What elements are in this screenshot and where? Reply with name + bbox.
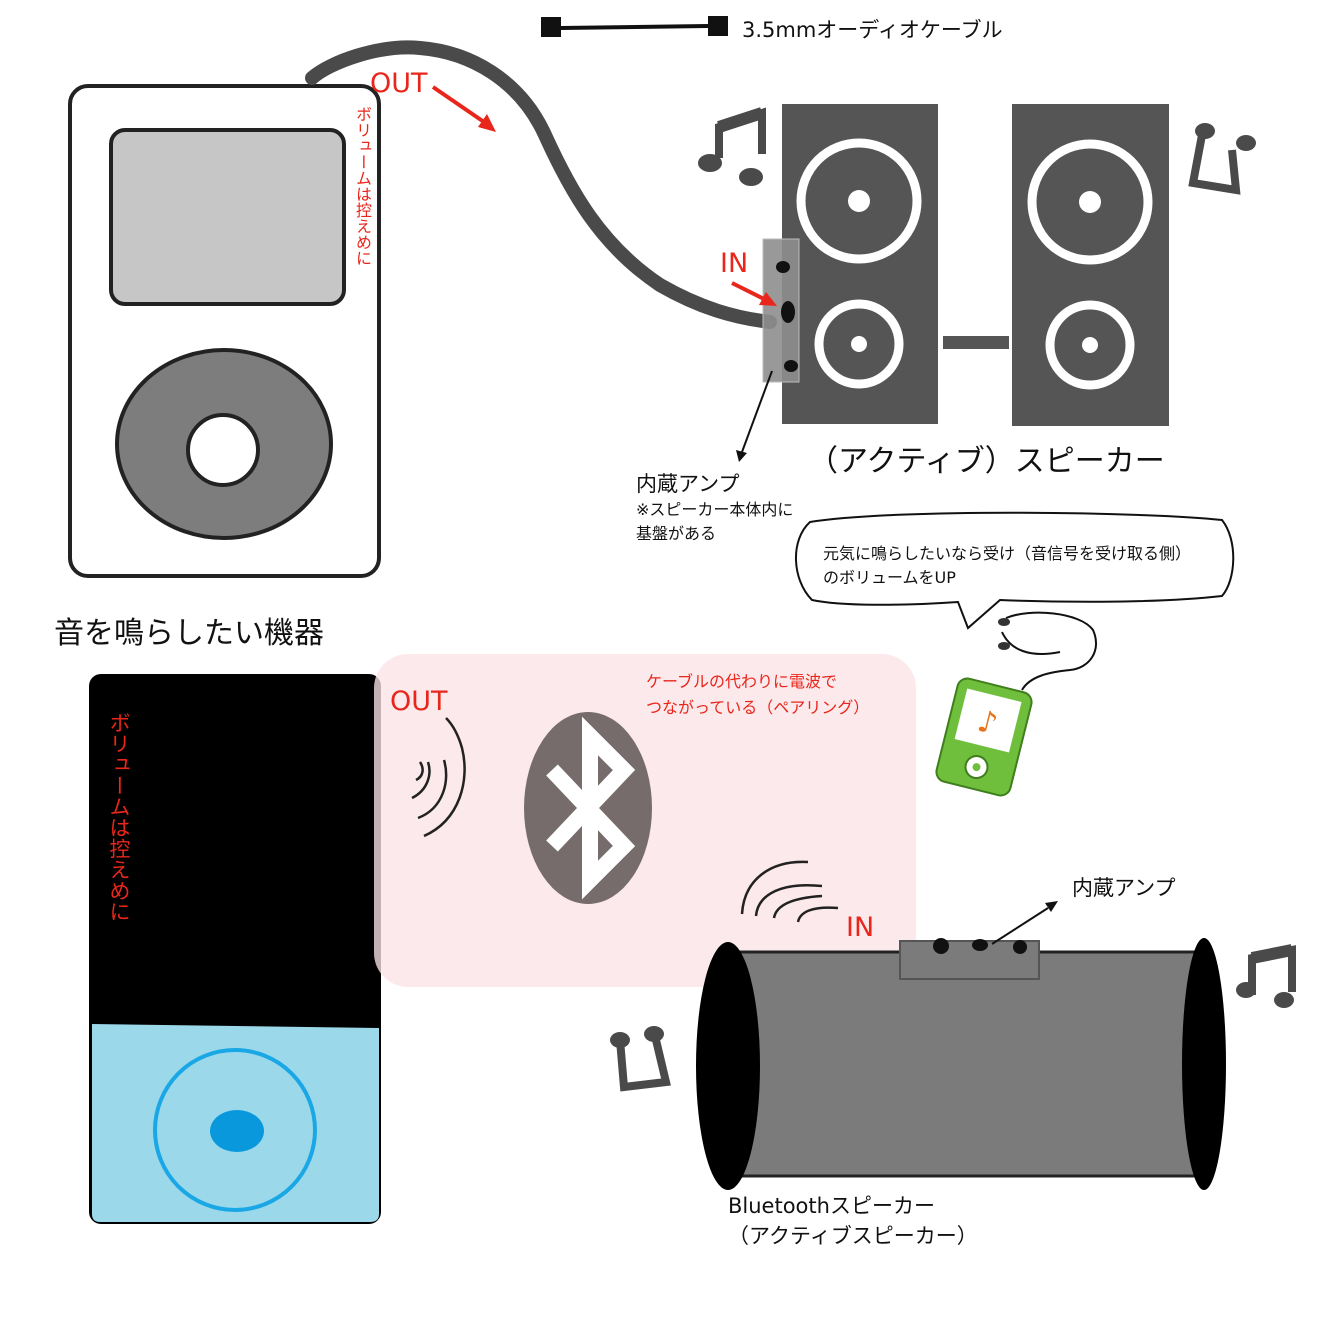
player-out-label: OUT	[370, 68, 428, 99]
speech-bubble	[795, 511, 1235, 630]
bubble-line2: のボリュームをUP	[823, 568, 956, 587]
cable-label: 3.5mmオーディオケーブル	[742, 18, 1003, 42]
bt-speaker-caption: Bluetoothスピーカー	[728, 1194, 935, 1218]
headphones-icon	[998, 611, 1098, 691]
bt-in-label: IN	[846, 912, 875, 943]
music-note-icon	[1188, 123, 1256, 195]
ipod-icon	[68, 84, 381, 578]
cable-legend-icon	[541, 16, 728, 37]
amp-label-top: 内蔵アンプ	[636, 472, 740, 496]
amp-pointer-arrow-icon	[736, 370, 773, 462]
audio-cable	[305, 40, 777, 329]
signal-waves-icon	[411, 717, 466, 838]
bluetooth-speaker-icon	[696, 938, 1226, 1190]
speaker-icon	[1012, 104, 1169, 426]
bubble-line1: 元気に鳴らしたいなら受け（音信号を受け取る側）	[823, 544, 1192, 563]
pairing-line2: つながっている（ペアリング）	[646, 698, 870, 717]
bluetooth-icon	[524, 712, 652, 904]
music-note-icon	[1236, 944, 1296, 1008]
phone-volume-note: ボリュームは控えめに	[107, 712, 131, 922]
pairing-line1: ケーブルの代わりに電波で	[646, 672, 838, 691]
speaker-link-cable	[943, 336, 1009, 349]
speaker-icon	[782, 104, 938, 424]
amp-note-line1: ※スピーカー本体内に	[636, 500, 794, 519]
in-arrow-icon	[731, 281, 777, 306]
amp-panel	[762, 238, 800, 383]
amp-note-line2: 基盤がある	[636, 524, 717, 543]
amp-label-bottom: 内蔵アンプ	[1072, 876, 1176, 900]
player-volume-note: ボリュームは控えめに	[353, 106, 372, 266]
out-arrow-icon	[431, 85, 496, 132]
speaker-in-label: IN	[720, 248, 749, 279]
bt-speaker-subcaption: （アクティブスピーカー）	[728, 1224, 978, 1248]
player-caption: 音を鳴らしたい機器	[54, 616, 324, 651]
amp-pointer-arrow-icon	[991, 901, 1058, 945]
bt-out-label: OUT	[390, 686, 448, 717]
smartphone-icon	[89, 674, 381, 1224]
speaker-caption: （アクティブ）スピーカー	[808, 444, 1165, 479]
music-note-icon	[610, 1026, 671, 1092]
music-note-icon	[698, 107, 766, 186]
music-player-icon: ♪	[935, 677, 1033, 797]
signal-waves-icon	[740, 860, 839, 923]
